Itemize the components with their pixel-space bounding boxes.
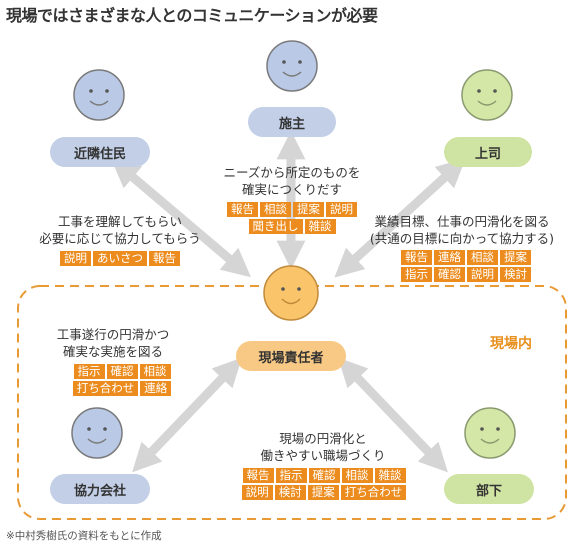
relation-kyoryoku-line2: 確実な実施を図る: [62, 344, 163, 359]
relation-kyoryoku-text: 工事遂行の円滑かつ 確実な実施を図る: [38, 326, 188, 360]
tag: 提案: [307, 485, 339, 500]
tag: 雑談: [374, 468, 406, 483]
relation-kinrin-line1: 工事を理解してもらい: [57, 214, 182, 229]
genba-region-border: [17, 285, 567, 520]
tag: 提案: [293, 202, 324, 217]
relation-buka-line2: 働きやすい職場づくり: [260, 448, 386, 463]
relation-buka-line1: 現場の円滑化と: [279, 431, 367, 446]
face-kinrin-icon: [73, 69, 125, 121]
node-buka: 部下: [444, 474, 534, 504]
tag: 打ち合わせ: [72, 381, 139, 396]
tag: 検討: [274, 485, 306, 500]
tag: 提案: [500, 250, 531, 265]
tag: 指示: [73, 364, 105, 379]
face-manager-icon: [263, 265, 319, 321]
node-shishu: 施主: [248, 107, 336, 137]
tag: 確認: [308, 468, 340, 483]
page-title: 現場ではさまざまな人とのコミュニケーションが必要: [6, 6, 378, 25]
relation-shishu-text: ニーズから所定のものを 確実につくりだす: [202, 164, 382, 198]
region-label: 現場内: [490, 336, 532, 352]
arrow-kinrin-manager: [111, 158, 251, 278]
face-shishu-icon: [266, 40, 318, 92]
tag: 指示: [401, 267, 432, 282]
relation-joshi-text: 業績目標、仕事の円滑化を図る (共通の目標に向かって協力する): [362, 213, 562, 247]
relation-shishu-tags: 報告 相談 提案 説明 聞き出し 雑談: [222, 202, 362, 234]
tag: 説明: [467, 267, 498, 282]
arrow-manager-buka: [338, 357, 448, 473]
arrow-manager-kyoryoku: [132, 357, 242, 473]
relation-joshi-line2: (共通の目標に向かって協力する): [369, 231, 555, 246]
tag: 報告: [242, 468, 274, 483]
tag: 検討: [500, 267, 531, 282]
tag: 指示: [275, 468, 307, 483]
face-buka-icon: [464, 407, 516, 459]
relation-kinrin-tags: 説明 あいさつ 報告: [30, 251, 210, 266]
relation-joshi-tags: 報告 連絡 相談 提案 指示 確認 説明 検討: [392, 250, 540, 282]
relation-kyoryoku-tags: 指示 確認 相談 打ち合わせ 連絡: [62, 364, 182, 396]
tag: 説明: [241, 485, 273, 500]
tag: あいさつ: [93, 251, 147, 266]
tag: 説明: [60, 251, 91, 266]
tag: 報告: [401, 250, 432, 265]
node-kyoryoku: 協力会社: [50, 474, 150, 504]
tag: 聞き出し: [248, 219, 303, 234]
tag: 相談: [139, 364, 171, 379]
tag: 相談: [341, 468, 373, 483]
face-kyoryoku-icon: [71, 407, 123, 459]
tag: 連絡: [140, 381, 172, 396]
tag: 確認: [434, 267, 465, 282]
footnote: ※中村秀樹氏の資料をもとに作成: [6, 530, 162, 542]
relation-shishu-line1: ニーズから所定のものを: [223, 165, 361, 180]
node-kinrin: 近隣住民: [50, 137, 150, 167]
node-joshi: 上司: [444, 137, 532, 167]
tag: 確認: [106, 364, 138, 379]
tag: 報告: [227, 202, 258, 217]
relation-kyoryoku-line1: 工事遂行の円滑かつ: [56, 327, 170, 342]
tag: 打ち合わせ: [340, 485, 407, 500]
face-joshi-icon: [461, 69, 513, 121]
tag: 相談: [467, 250, 498, 265]
relation-kinrin-text: 工事を理解してもらい 必要に応じて協力してもらう: [30, 213, 210, 247]
relation-shishu-line2: 確実につくりだす: [241, 182, 342, 197]
relation-buka-tags: 報告 指示 確認 相談 雑談 説明 検討 提案 打ち合わせ: [230, 468, 418, 500]
arrow-joshi-manager: [334, 158, 466, 278]
node-manager: 現場責任者: [236, 341, 346, 371]
relation-joshi-line1: 業績目標、仕事の円滑化を図る: [374, 214, 550, 229]
tag: 雑談: [304, 219, 336, 234]
tag: 説明: [326, 202, 357, 217]
tag: 連絡: [434, 250, 465, 265]
tag: 相談: [260, 202, 291, 217]
relation-kinrin-line2: 必要に応じて協力してもらう: [39, 231, 201, 246]
relation-buka-text: 現場の円滑化と 働きやすい職場づくり: [238, 430, 408, 464]
tag: 報告: [149, 251, 180, 266]
